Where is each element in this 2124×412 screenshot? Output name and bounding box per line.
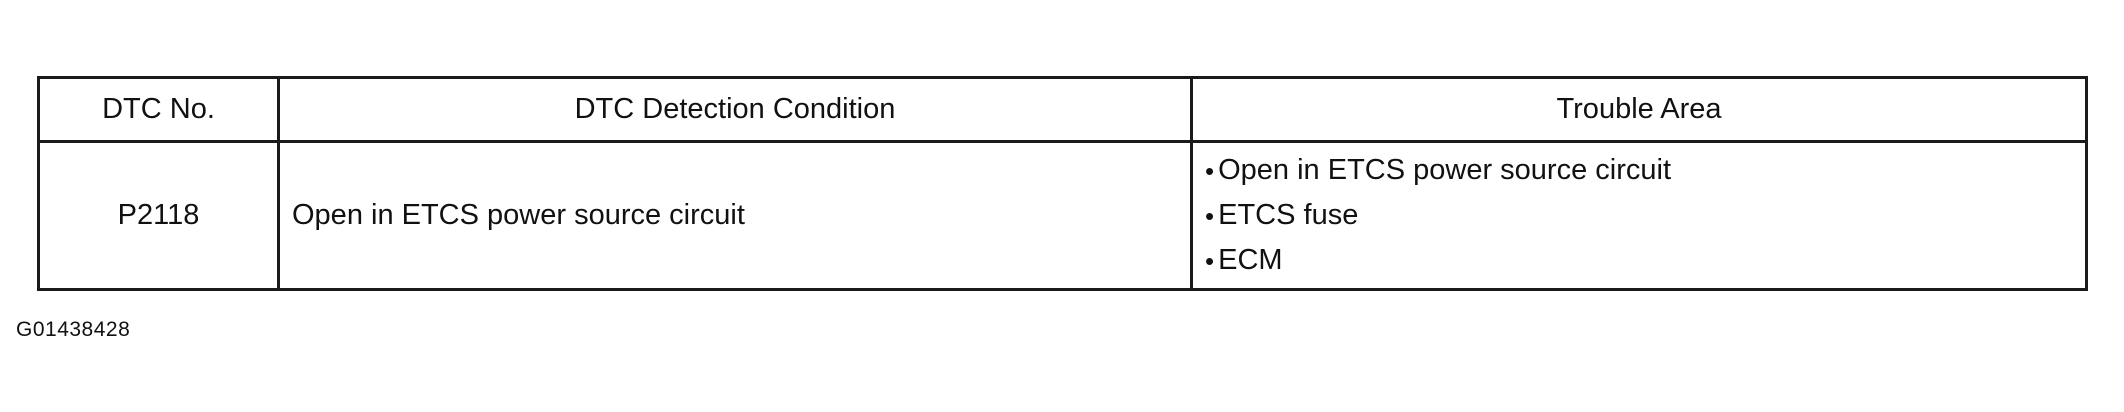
list-item: • Open in ETCS power source circuit — [1205, 156, 1671, 185]
dtc-table: DTC No. DTC Detection Condition Trouble … — [37, 76, 2088, 291]
cell-trouble-area: • Open in ETCS power source circuit • ET… — [1193, 143, 2085, 288]
figure-code: G01438428 — [16, 318, 131, 341]
trouble-area-text: Open in ETCS power source circuit — [1218, 154, 1672, 186]
header-trouble-area: Trouble Area — [1193, 79, 2085, 143]
bullet-icon: • — [1205, 155, 1215, 186]
cell-dtc-no: P2118 — [40, 143, 280, 288]
header-dtc-no: DTC No. — [40, 79, 280, 143]
bullet-icon: • — [1205, 245, 1215, 276]
list-item: • ECM — [1205, 246, 1671, 275]
list-item: • ETCS fuse — [1205, 201, 1671, 230]
cell-detection-condition: Open in ETCS power source circuit — [280, 143, 1193, 288]
trouble-area-text: ECM — [1218, 244, 1283, 276]
trouble-area-list: • Open in ETCS power source circuit • ET… — [1193, 156, 1671, 275]
trouble-area-text: ETCS fuse — [1218, 199, 1359, 231]
bullet-icon: • — [1205, 200, 1215, 231]
header-detection-condition: DTC Detection Condition — [280, 79, 1193, 143]
